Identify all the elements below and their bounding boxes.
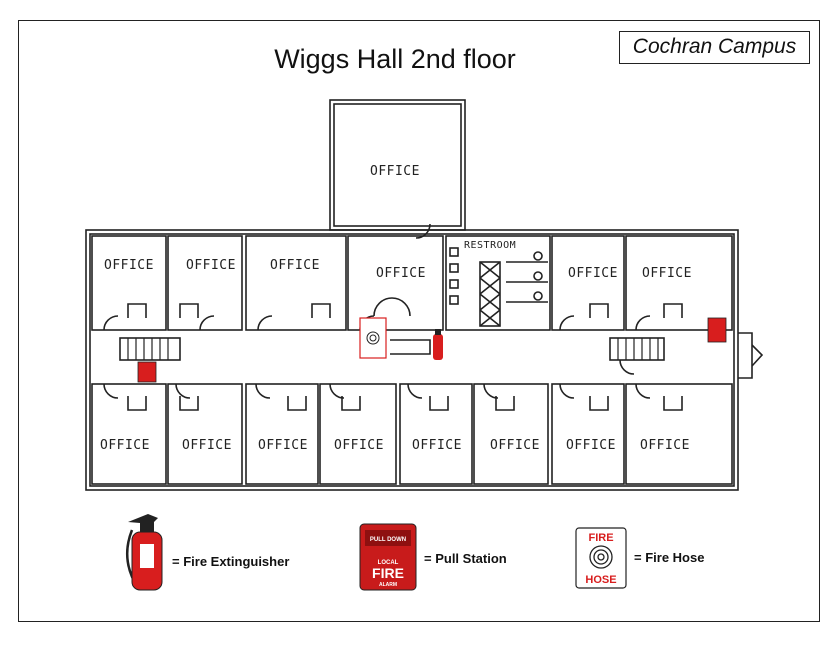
svg-text:FIRE: FIRE (588, 532, 613, 544)
room-label-lower: OFFICE (490, 438, 540, 453)
page-frame (18, 20, 820, 622)
pull-station-icon (707, 317, 727, 343)
room-label-lower: OFFICE (412, 438, 462, 453)
legend-fire-hose-icon: FIRE HOSE (575, 527, 627, 589)
room-label-lower: OFFICE (640, 438, 690, 453)
room-label-upper: OFFICE (104, 258, 154, 273)
wall-restroom (445, 235, 551, 331)
room-label-upper: OFFICE (568, 266, 618, 281)
room-label-lower: OFFICE (100, 438, 150, 453)
fire-extinguisher-icon (433, 329, 443, 360)
legend-fire-extinguisher-icon (125, 514, 163, 591)
campus-label: Cochran Campus (619, 31, 810, 64)
svg-text:LOCAL: LOCAL (378, 560, 399, 566)
legend-fire-hose-label: = Fire Hose (634, 550, 705, 565)
room-label-upper: OFFICE (270, 258, 320, 273)
room-label-upper: OFFICE (642, 266, 692, 281)
stairs-right (609, 337, 665, 361)
svg-text:ALARM: ALARM (379, 582, 397, 588)
room-label-upper: OFFICE (186, 258, 236, 273)
room-label-lower: OFFICE (182, 438, 232, 453)
wall-vestibule (738, 332, 753, 379)
room-label-restroom: RESTROOM (464, 240, 517, 251)
fire-hose-icon (359, 317, 387, 359)
stairs-left (119, 337, 181, 361)
legend-extinguisher-label: = Fire Extinguisher (172, 554, 290, 569)
room-label-lower: OFFICE (334, 438, 384, 453)
room-label-lower: OFFICE (566, 438, 616, 453)
svg-text:PULL DOWN: PULL DOWN (370, 537, 406, 543)
page-title: Wiggs Hall 2nd floor (274, 44, 516, 74)
wall-main-building (85, 229, 739, 491)
legend-pull-station-label: = Pull Station (424, 551, 507, 566)
svg-text:HOSE: HOSE (585, 574, 616, 586)
room-label-lower: OFFICE (258, 438, 308, 453)
room-label-upper: OFFICE (376, 266, 426, 281)
legend-pull-station-icon: PULL DOWN LOCAL FIRE ALARM (359, 523, 417, 591)
pull-station-icon (137, 361, 157, 383)
room-label-top-office: OFFICE (370, 164, 420, 179)
svg-text:FIRE: FIRE (372, 565, 404, 581)
